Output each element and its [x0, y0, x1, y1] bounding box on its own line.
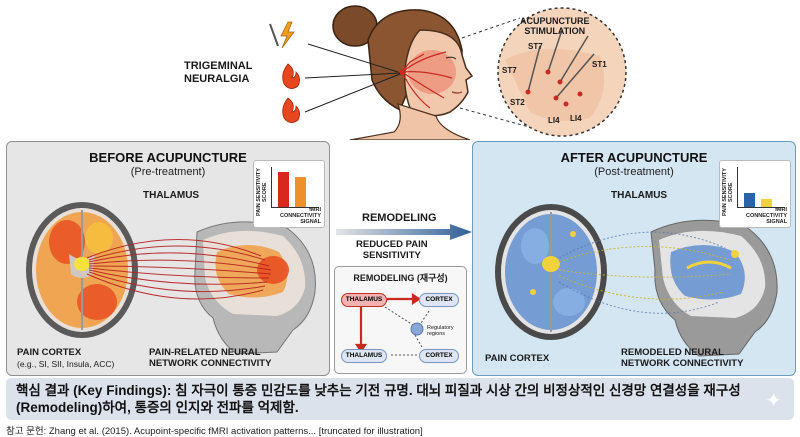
- face-illustration: [269, 5, 627, 141]
- after-mini-chart: PAIN SENSITIVITY SCORE fMRI CONNECTIVITY…: [719, 160, 791, 228]
- key-findings-text: 핵심 결과 (Key Findings): 침 자극이 통증 민감도를 낮추는 …: [16, 383, 741, 415]
- reference-text: 참고 문헌: Zhang et al. (2015). Acupoint-spe…: [6, 426, 423, 437]
- before-mini-chart: PAIN SENSITIVITY SCORE fMRI CONNECTIVITY…: [253, 160, 325, 228]
- before-pain-cortex-label: PAIN CORTEX: [17, 347, 82, 358]
- flame-icon: [282, 97, 300, 123]
- remodeling-inset-arrows: [354, 292, 430, 356]
- flame-icon: [282, 63, 300, 89]
- node-cortex-target: CORTEX: [419, 293, 459, 307]
- remodeling-inset-title: REMODELING (재구성): [353, 273, 448, 283]
- before-chart-ylabel: PAIN SENSITIVITY SCORE: [256, 168, 268, 216]
- nerve-origin: [399, 69, 405, 75]
- remodeling-arrow-icon: [336, 224, 472, 240]
- remodeling-inset: REMODELING (재구성) THALAMUS CORTEX THALAMU…: [334, 266, 467, 374]
- before-network-label: PAIN-RELATED NEURAL NETWORK CONNECTIVITY: [149, 347, 272, 369]
- regulatory-regions-label: Regulatory regions: [427, 325, 454, 338]
- node-cortex-remodeled: CORTEX: [419, 349, 459, 363]
- after-bar-pain: [744, 193, 755, 207]
- point-label: LI4: [548, 116, 560, 125]
- before-panel: BEFORE ACUPUNCTURE (Pre-treatment): [6, 141, 330, 376]
- node-thalamus-remodeled: THALAMUS: [341, 349, 387, 363]
- point-label: LI4: [570, 114, 582, 123]
- condition-label: TRIGEMINAL NEURALGIA: [184, 60, 253, 85]
- before-pain-cortex-examples: (e.g., SI, SII, Insula, ACC): [17, 359, 115, 369]
- lightning-icon: [269, 21, 295, 49]
- after-thalamus-label: THALAMUS: [611, 190, 668, 201]
- stimulation-title: ACUPUNCTURE STIMULATION: [520, 16, 590, 37]
- after-panel: AFTER ACUPUNCTURE (Post-treatment) THALA…: [472, 141, 796, 376]
- reduced-sensitivity-label: REDUCED PAIN SENSITIVITY: [356, 239, 428, 261]
- point-label: ST2: [510, 98, 525, 107]
- point-label: ST7: [528, 42, 543, 51]
- before-bar-connectivity: [295, 177, 306, 207]
- before-connectivity-lines: [86, 239, 272, 300]
- before-subtitle: (Pre-treatment): [130, 166, 206, 178]
- remodeling-label: REMODELING: [362, 212, 437, 224]
- point-label: ST1: [592, 60, 607, 69]
- after-network-label: REMODELED NEURAL NETWORK CONNECTIVITY: [621, 347, 744, 369]
- after-chart-ylabel: PAIN SENSITIVITY SCORE: [722, 168, 734, 216]
- before-brain-illustration: [26, 202, 316, 355]
- after-subtitle: (Post-treatment): [594, 166, 674, 178]
- node-thalamus-cortex-source: THALAMUS: [341, 293, 387, 307]
- after-brain-illustration: [495, 204, 778, 357]
- sparkle-icon: ✦: [765, 390, 782, 412]
- point-label: ST7: [502, 66, 517, 75]
- before-thalamus-label: THALAMUS: [143, 190, 200, 201]
- top-illustration: [0, 0, 800, 141]
- after-connectivity-lines: [558, 231, 732, 314]
- after-title: AFTER ACUPUNCTURE: [560, 150, 708, 165]
- key-findings-box: 핵심 결과 (Key Findings): 침 자극이 통증 민감도를 낮추는 …: [6, 378, 794, 420]
- before-chart-xlabel: fMRI CONNECTIVITY SIGNAL: [280, 206, 321, 225]
- after-bar-connectivity: [761, 199, 772, 207]
- after-pain-cortex-label: PAIN CORTEX: [485, 353, 550, 364]
- before-bar-pain: [278, 172, 289, 207]
- before-title: BEFORE ACUPUNCTURE: [89, 150, 247, 165]
- after-chart-xlabel: fMRI CONNECTIVITY SIGNAL: [746, 206, 787, 225]
